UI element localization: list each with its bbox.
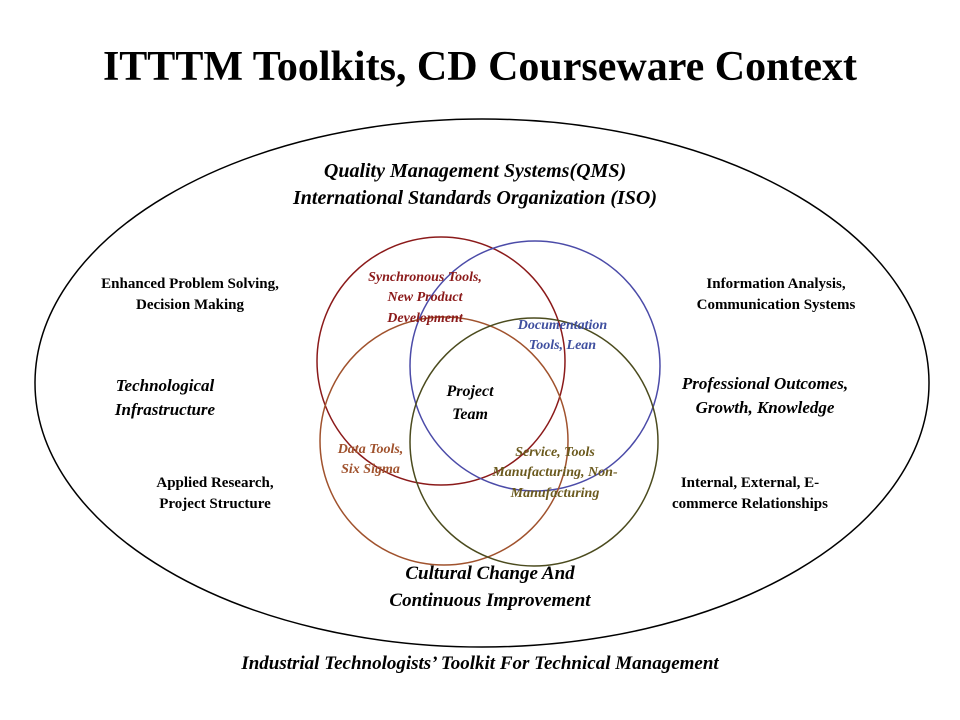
problem-solving-label: Enhanced Problem Solving, Decision Makin… xyxy=(101,276,279,313)
infrastructure-label: Technological Infrastructure xyxy=(114,376,216,419)
data-tools-label: Data Tools, Six Sigma xyxy=(337,442,404,478)
service-circle xyxy=(409,317,659,567)
professional-outcomes-label: Professional Outcomes, Growth, Knowledge xyxy=(681,374,849,417)
outer-ellipse xyxy=(34,118,930,648)
information-analysis-label: Information Analysis, Communication Syst… xyxy=(696,276,856,313)
qms-iso-label: Quality Management Systems(QMS) Internat… xyxy=(292,160,657,209)
toolkit-footer: Industrial Technologists’ Toolkit For Te… xyxy=(241,653,719,674)
cultural-change-label: Cultural Change And Continuous Improveme… xyxy=(389,563,591,611)
service-tools-label: Service, Tools Manufacturing, Non- Manuf… xyxy=(492,445,618,501)
relationships-label: Internal, External, E- commerce Relation… xyxy=(672,475,828,512)
documentation-circle xyxy=(409,240,661,492)
data-circle xyxy=(319,316,569,566)
applied-research-label: Applied Research, Project Structure xyxy=(156,475,274,512)
synchronous-circle xyxy=(316,236,566,486)
page-title: ITTTM Toolkits, CD Courseware Context xyxy=(102,44,858,90)
documentation-tools-label: Documentation Tools, Lean xyxy=(517,318,608,354)
project-team-label: Project Team xyxy=(446,383,494,424)
synchronous-tools-label: Synchronous Tools, New Product Developme… xyxy=(368,270,482,326)
